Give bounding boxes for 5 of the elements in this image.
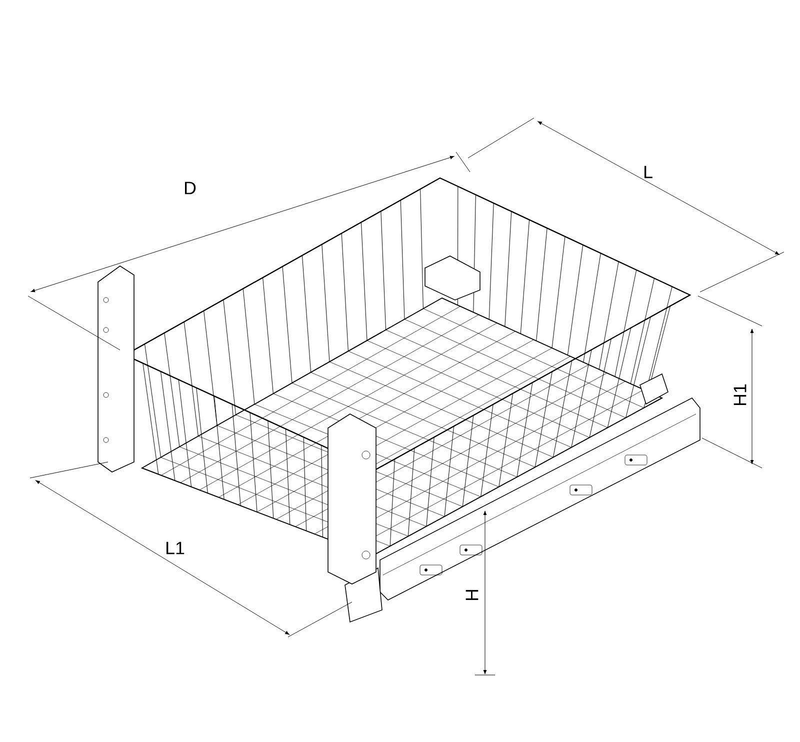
dimension-label: H: [466, 590, 478, 600]
dimension-label: L1: [166, 542, 184, 554]
dimension-label: H1: [734, 384, 746, 405]
dimension-label: D: [185, 182, 196, 194]
dimension-label: L: [644, 166, 652, 178]
